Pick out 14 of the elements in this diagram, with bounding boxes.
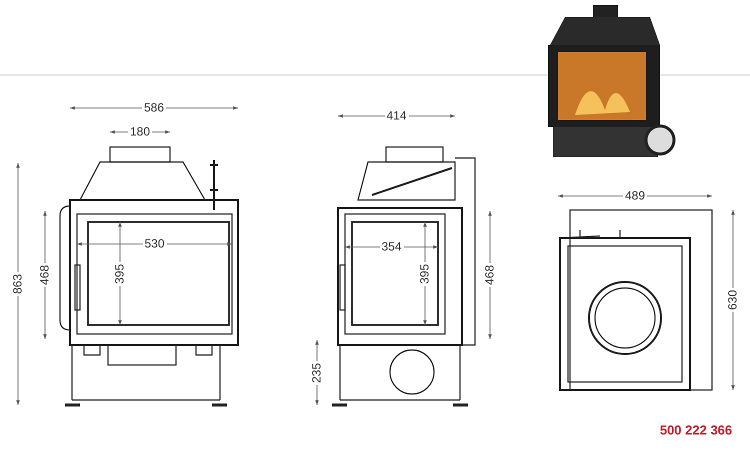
dimension-label: 235 xyxy=(310,360,324,385)
dimension-label: 489 xyxy=(622,190,648,202)
dimension-label: 468 xyxy=(484,262,496,288)
dimension-label: 586 xyxy=(142,102,166,114)
phone-number: 500 222 366 xyxy=(658,424,734,436)
dimension-label: 468 xyxy=(38,262,52,288)
dimension-label: 395 xyxy=(418,261,432,286)
dimension-label: 395 xyxy=(114,261,126,286)
dimension-label: 180 xyxy=(128,126,152,138)
dimension-label: 530 xyxy=(142,238,167,250)
dimension-label: 630 xyxy=(726,288,740,312)
dimension-label: 863 xyxy=(12,272,24,296)
dimension-label: 414 xyxy=(384,110,409,122)
dimension-label: 354 xyxy=(379,240,404,254)
